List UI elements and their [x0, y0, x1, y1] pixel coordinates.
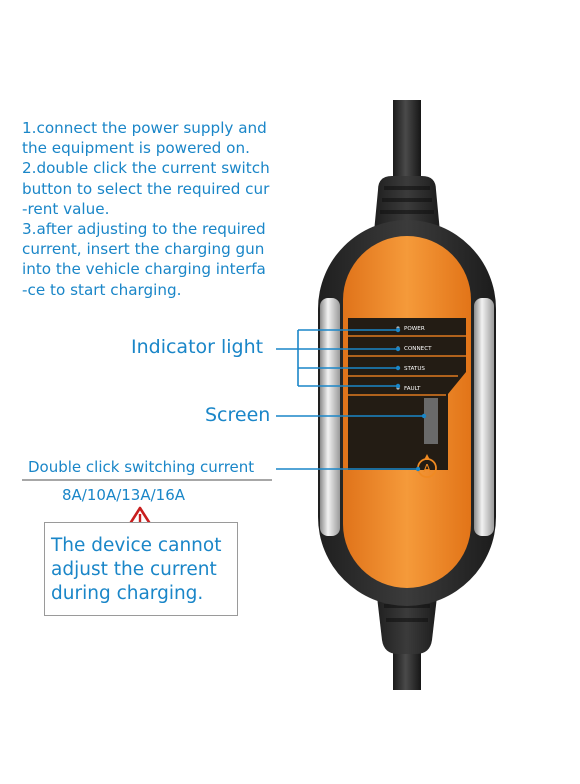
top-cable — [393, 100, 421, 190]
warning-text: The device cannot adjust the current dur… — [51, 534, 241, 606]
controller-body: POWER CONNECT STATUS FAULT A — [318, 220, 496, 606]
instruction-line: 1.connect the power supply and — [22, 119, 267, 137]
warning-line: adjust the current — [51, 559, 217, 580]
screen-label: Screen — [205, 404, 271, 426]
instructions-text: 1.connect the power supply and the equip… — [22, 118, 312, 300]
current-values-label: 8A/10A/13A/16A — [62, 486, 186, 504]
double-click-label: Double click switching current — [28, 458, 255, 476]
instruction-line: 3.after adjusting to the required — [22, 220, 266, 239]
svg-text:A: A — [423, 462, 431, 475]
instruction-line: -rent value. — [22, 199, 110, 218]
indicator-status: STATUS — [404, 366, 425, 372]
instruction-line: button to select the required cur — [22, 179, 270, 198]
warning-line: The device cannot — [51, 535, 222, 556]
instruction-line: 2.double click the current switch — [22, 159, 270, 178]
indicator-light-label: Indicator light — [131, 336, 264, 358]
indicator-connect: CONNECT — [404, 346, 432, 352]
indicator-power: POWER — [404, 326, 425, 332]
instruction-line: into the vehicle charging interfa — [22, 260, 266, 279]
indicator-fault: FAULT — [404, 386, 421, 392]
top-strain-relief — [374, 176, 440, 232]
instruction-line: the equipment is powered on. — [22, 139, 250, 158]
warning-line: during charging. — [51, 583, 204, 604]
instruction-line: -ce to start charging. — [22, 280, 182, 299]
instruction-line: current, insert the charging gun — [22, 240, 265, 259]
warning-box — [44, 522, 238, 616]
device-screen — [424, 398, 438, 444]
callout-lines — [276, 329, 424, 470]
